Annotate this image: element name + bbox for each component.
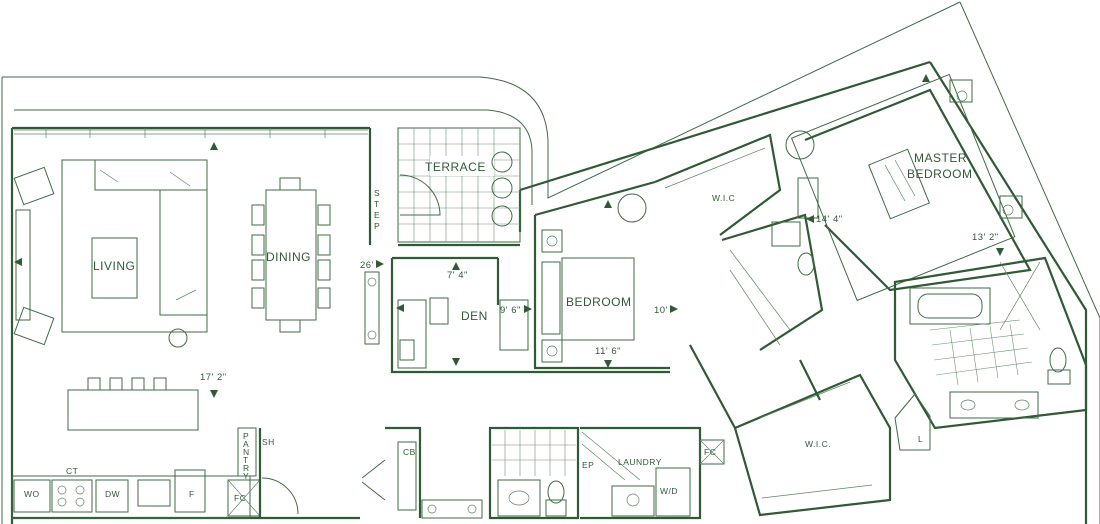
dining-label: DINING: [266, 250, 311, 264]
cb-label: CB: [403, 447, 416, 457]
den-width-dim: 7' 4": [447, 270, 468, 281]
bedroom-depth-dim: 10': [654, 305, 668, 316]
living-depth-arrow: [376, 260, 384, 268]
bedroom-arrow-top: [604, 200, 612, 208]
step-label-s: S: [374, 188, 380, 198]
den-label: DEN: [461, 309, 488, 323]
pantry-label-n: N: [243, 447, 250, 457]
den-walls: [364, 256, 529, 374]
den-arrow-right: [524, 305, 532, 313]
living-arrow-left: [14, 258, 22, 266]
fc-kitchen-label: FC: [234, 493, 246, 503]
pantry: [237, 427, 299, 518]
kitchen-island: [67, 377, 199, 431]
window-strip: [14, 128, 368, 138]
terrace-area: [397, 127, 521, 247]
master-ensuite: [893, 256, 1088, 430]
master-arrow-bottom: [996, 248, 1004, 256]
wic-bottom: [733, 373, 931, 517]
bedroom-width-dim: 11' 6": [595, 346, 621, 357]
exterior-walls: [10, 60, 1088, 524]
den-arrow-left: [396, 304, 404, 312]
pantry-label-p: P: [243, 431, 249, 441]
entry-closet: [361, 426, 483, 519]
pantry-label-a: A: [243, 439, 249, 449]
kitchen-counter: [11, 469, 261, 519]
master-width-dim: 13' 2": [972, 232, 999, 243]
master-label-line2: BEDROOM: [907, 167, 973, 181]
wd-label: W/D: [660, 486, 678, 496]
corridor-walls: [490, 344, 821, 429]
dining-table: [251, 177, 331, 333]
master-arrow-top: [922, 74, 930, 82]
den-arrow-bottom: [452, 358, 460, 366]
f-label: F: [189, 489, 195, 499]
laundry-label: LAUNDRY: [618, 457, 662, 467]
bedroom-arrow-bottom: [604, 360, 612, 368]
living-label: LIVING: [93, 259, 135, 273]
living-arrow-top: [210, 142, 218, 150]
living-depth-dim: 26': [360, 260, 374, 271]
living-arrow-bottom: [210, 390, 218, 398]
sh-label: SH: [262, 437, 275, 447]
wo-label: WO: [24, 489, 40, 499]
l-label: L: [918, 434, 923, 444]
fc-laundry-label: FC: [704, 447, 716, 457]
pantry-label-t: T: [243, 455, 249, 465]
step-label-t: T: [374, 199, 380, 209]
master-arrow-left: [806, 215, 814, 223]
den-arrow-top: [452, 262, 460, 270]
bath-top: [721, 213, 824, 351]
master-label-line1: MASTER: [914, 151, 967, 165]
ep-label: EP: [582, 460, 594, 470]
wic-top-label: W.I.C: [712, 193, 735, 203]
living-width-dim: 17' 2": [200, 372, 227, 383]
master-depth-dim: 14' 4": [816, 214, 843, 225]
wic-top-walls: [654, 133, 782, 236]
second-bath: [488, 426, 580, 520]
dw-label: DW: [105, 489, 120, 499]
bedroom-arrow-right: [670, 305, 678, 313]
living-furniture: [13, 159, 208, 348]
terrace-label: TERRACE: [425, 160, 486, 174]
step-label-p: P: [374, 221, 380, 231]
ct-label: CT: [66, 466, 78, 476]
step-label-e: E: [374, 210, 380, 220]
pantry-label-r: R: [243, 463, 250, 473]
den-depth-dim: 9' 6": [500, 305, 521, 316]
laundry: [580, 426, 725, 520]
bedroom-walls: [533, 180, 670, 370]
bedroom-label: BEDROOM: [566, 295, 632, 309]
pantry-label-y: Y: [243, 471, 249, 481]
wic-bottom-label: W.I.C.: [805, 439, 831, 449]
